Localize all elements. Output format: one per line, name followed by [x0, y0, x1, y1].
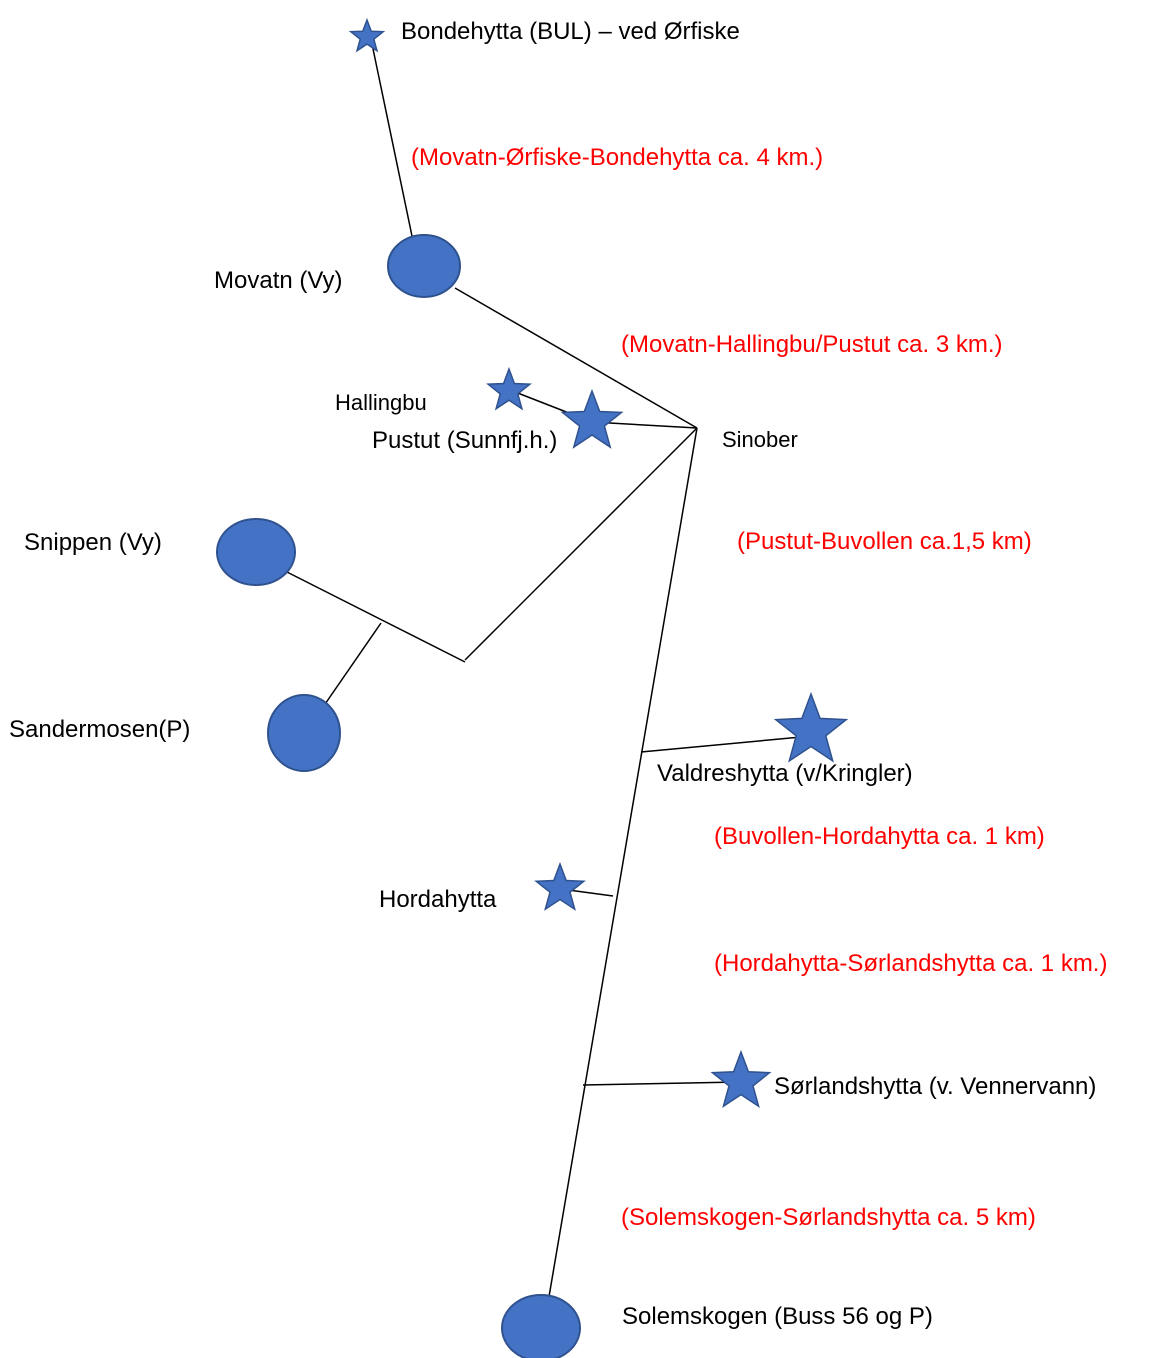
bondehytta-star-icon	[348, 17, 386, 53]
movatn-station-marker	[387, 234, 461, 298]
hordahytta-label: Hordahytta	[379, 886, 497, 913]
sandermosen-parking-marker	[267, 694, 341, 772]
distance-pustut-buvollen: (Pustut-Buvollen ca.1,5 km)	[737, 528, 1032, 555]
solemskogen-label: Solemskogen (Buss 56 og P)	[622, 1303, 933, 1330]
trail-sinober-solemskogen	[543, 427, 698, 1327]
trail-movatn-sinober	[454, 287, 698, 429]
solemskogen-station-marker	[501, 1294, 581, 1358]
hordahytta-star-icon	[534, 861, 586, 911]
trail-bondehytta-movatn	[371, 43, 413, 237]
sinober-label: Sinober	[722, 427, 798, 452]
pustut-label: Pustut (Sunnfj.h.)	[372, 427, 558, 454]
trail-valdreshytta-branch	[640, 735, 813, 753]
bondehytta-label: Bondehytta (BUL) – ved Ørfiske	[401, 18, 740, 45]
snippen-station-marker	[216, 518, 296, 586]
distance-solemskogen-sorlandshytta: (Solemskogen-Sørlandshytta ca. 5 km)	[621, 1204, 1036, 1231]
valdreshytta-star-icon	[773, 691, 849, 763]
snippen-label: Snippen (Vy)	[24, 529, 162, 556]
trail-sorlandshytta-branch	[582, 1081, 741, 1086]
trail-lines	[282, 43, 813, 1327]
trail-sinober-junction	[464, 427, 698, 661]
distance-movatn-bondehytta: (Movatn-Ørfiske-Bondehytta ca. 4 km.)	[411, 144, 824, 171]
distance-movatn-hallingbu: (Movatn-Hallingbu/Pustut ca. 3 km.)	[621, 331, 1003, 358]
hallingbu-star-icon	[486, 366, 532, 411]
valdreshytta-label: Valdreshytta (v/Kringler)	[657, 760, 913, 787]
distance-buvollen-hordahytta: (Buvollen-Hordahytta ca. 1 km)	[714, 823, 1045, 850]
pustut-star-icon	[560, 388, 624, 449]
trail-snippen-junction	[282, 569, 466, 663]
hallingbu-label: Hallingbu	[335, 390, 427, 415]
trail-sandermosen-branch	[322, 622, 382, 708]
distance-hordahytta-sorlandshytta: (Hordahytta-Sørlandshytta ca. 1 km.)	[714, 950, 1108, 977]
movatn-label: Movatn (Vy)	[214, 267, 343, 294]
sorlandshytta-star-icon	[710, 1049, 772, 1109]
sorlandshytta-label: Sørlandshytta (v. Vennervann)	[774, 1073, 1097, 1100]
sandermosen-label: Sandermosen(P)	[9, 716, 191, 743]
trail-pustut-sinober	[591, 421, 698, 429]
